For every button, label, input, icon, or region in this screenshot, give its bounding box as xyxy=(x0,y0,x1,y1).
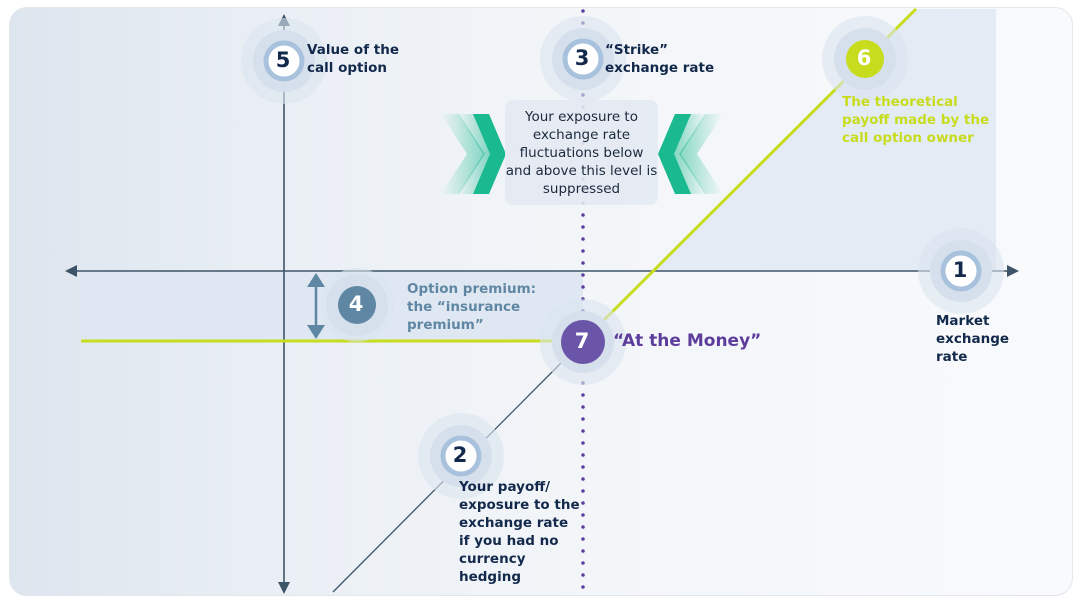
marker-6-circle xyxy=(822,16,908,102)
premium-double-arrow-icon xyxy=(307,273,325,339)
marker-4-number: 4 xyxy=(348,292,364,316)
marker-3-circle xyxy=(540,16,626,102)
strike-label: “Strike” exchange rate xyxy=(605,42,715,76)
marker-2-circle xyxy=(418,413,504,499)
profit-region xyxy=(653,9,996,271)
option-premium-label: Option premium: the “insurance premium” xyxy=(407,281,537,333)
x-axis-label: Market exchange rate xyxy=(936,313,1010,365)
unhedged-payoff-label: Your payoff/ exposure to the exchange ra… xyxy=(459,479,580,585)
chevrons-left-icon xyxy=(658,114,723,194)
diagram-graphics xyxy=(65,8,1019,595)
marker-1-circle xyxy=(918,228,1004,314)
exposure-note-text: Your exposure to exchange rate fluctuati… xyxy=(505,108,658,197)
marker-5-circle xyxy=(241,18,327,104)
y-axis-label: Value of the call option xyxy=(307,42,399,76)
marker-7-circle xyxy=(540,299,626,385)
chevrons-right-icon xyxy=(441,114,506,194)
marker-5-number: 5 xyxy=(275,48,291,72)
marker-4-circle xyxy=(320,268,394,342)
x-axis xyxy=(65,265,1019,277)
marker-circles xyxy=(241,16,1004,499)
marker-3-number: 3 xyxy=(574,46,590,70)
marker-2-number: 2 xyxy=(452,443,468,467)
exposure-note: Your exposure to exchange rate fluctuati… xyxy=(505,100,658,205)
marker-7-number: 7 xyxy=(574,329,590,353)
marker-1-number: 1 xyxy=(952,258,968,282)
at-the-money-label: “At the Money” xyxy=(613,331,762,351)
marker-6-number: 6 xyxy=(856,46,872,70)
theoretical-payoff-label: The theoretical payoff made by the call … xyxy=(842,94,990,146)
